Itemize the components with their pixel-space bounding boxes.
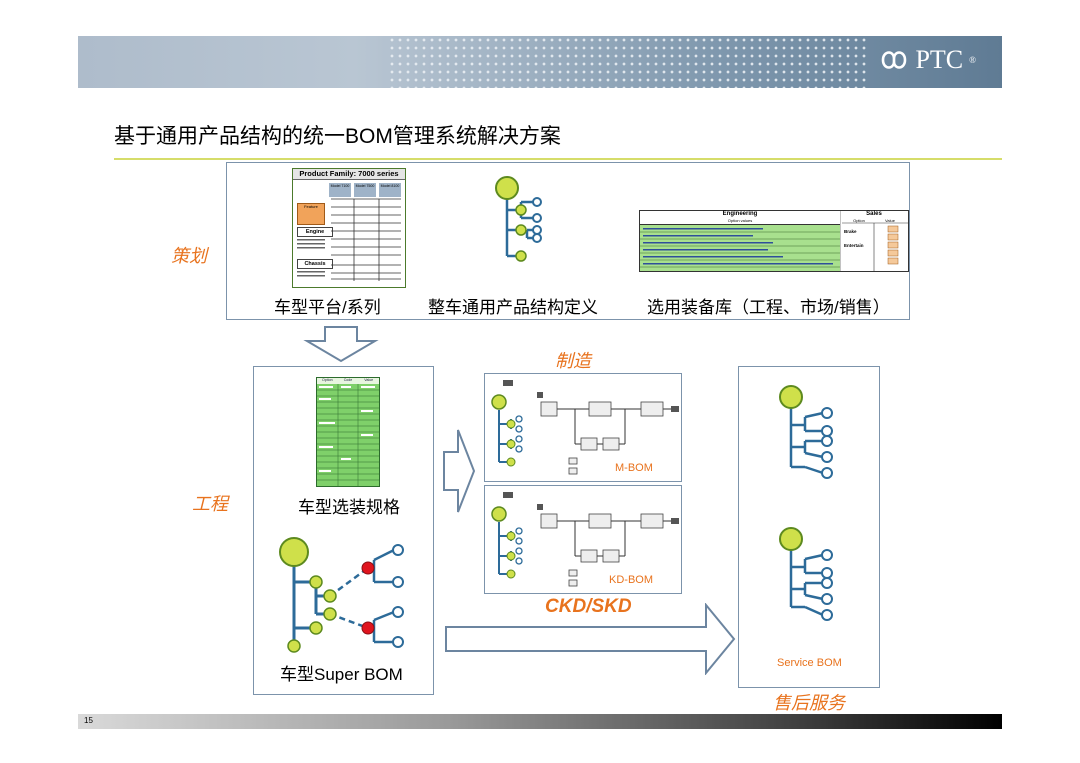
spec-header-value: Value [364,378,374,382]
service-bom-label: Service BOM [777,657,842,669]
product-family-table: Product Family: 7000 series Model 7100 M… [292,168,406,288]
service-bom-trees [779,385,833,621]
generic-structure-tree [495,176,542,262]
product-family-title: Product Family: 7000 series [293,169,405,180]
option-library-table: Engineering Option values Sales Option V… [639,210,909,272]
kdbom-diagram [491,492,679,587]
engineering-label: 工程 [192,494,228,514]
planning-label: 策划 [171,246,207,266]
spec-sheet-rows [317,384,379,486]
spec-caption: 车型选装规格 [298,498,400,517]
mbom-diagram [491,380,679,475]
down-arrow [303,326,379,363]
right-arrow-to-mfg [443,429,476,513]
feature-cell: Feature [297,203,325,225]
header-banner: PTC ® [78,36,1002,88]
engineering-header: Engineering [722,211,758,217]
ptc-logo: PTC ® [879,45,976,75]
sales-row-brake: Brake [844,229,857,234]
engine-cell: Engine [297,227,333,237]
kdbom-box: KD-BOM [484,485,682,594]
model-header: Model 8100 [379,183,401,197]
engineering-subheader: Option values [727,218,753,223]
spec-header-code: Code [343,378,353,382]
mbom-label: M-BOM [615,462,653,474]
mbom-box: M-BOM [484,373,682,482]
logo-text: PTC [915,45,964,74]
product-family-grid [297,198,401,281]
platform-caption: 车型平台/系列 [274,298,381,317]
manufacturing-label: 制造 [555,351,591,371]
sales-option-subheader: Option [853,218,865,223]
spec-header-option: Option [322,378,333,382]
page-number: 15 [84,716,93,725]
ptc-logo-icon [882,51,907,69]
service-box: Service BOM [738,366,880,688]
options-caption: 选用装备库（工程、市场/销售） [647,298,890,317]
kdbom-label: KD-BOM [609,574,653,586]
right-arrow-to-service [445,603,736,675]
ckd-skd-label: CKD/SKD [545,596,632,617]
structure-caption: 整车通用产品结构定义 [428,298,598,317]
title-rule [114,158,1002,160]
option-spec-sheet: Option Code Value [316,377,380,487]
model-header: Model 7500 [354,183,376,197]
sales-value-subheader: Value [885,218,895,223]
model-header: Model 7100 [329,183,351,197]
super-bom-tree [279,537,404,653]
chassis-cell: Chassis [297,259,333,269]
footer-bar [78,714,1002,729]
sales-header: Sales [866,211,882,217]
aftersales-label: 售后服务 [773,693,845,713]
page-title: 基于通用产品结构的统一BOM管理系统解决方案 [114,125,561,148]
sales-row-entertain: Entertain [844,243,864,248]
logo-mark: ® [969,55,976,65]
engineering-rows [640,224,840,271]
super-bom-caption: 车型Super BOM [280,665,403,684]
header-dot-pattern [388,36,868,88]
